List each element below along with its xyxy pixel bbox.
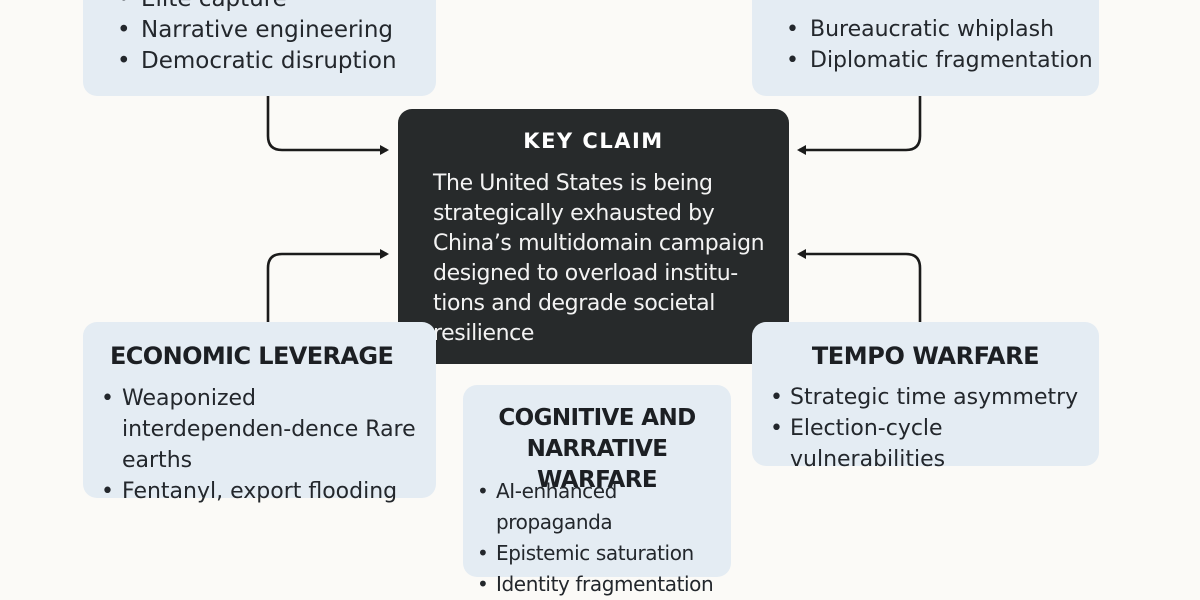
economic-leverage-card: ECONOMIC LEVERAGE Weaponized interdepend… [83, 322, 436, 507]
key-claim-box: KEY CLAIM The United States is being str… [398, 109, 789, 364]
list-item: Fentanyl, export flooding [91, 476, 431, 507]
cognitive-warfare-title-line1: COGNITIVE AND [498, 405, 696, 431]
list-item: Elite capture [105, 0, 397, 15]
arrow-top-left [266, 96, 389, 155]
list-item: Weaponized interdependen-dence Rare eart… [91, 383, 431, 476]
top-left-card: Elite capture Narrative engineering Demo… [83, 0, 436, 96]
key-claim-text: The United States is being strategically… [433, 171, 765, 346]
list-item: Epistemic saturation [469, 538, 731, 569]
top-right-list: Bureaucratic whiplash Diplomatic fragmen… [774, 14, 1093, 76]
tempo-warfare-title: TEMPO WARFARE [811, 342, 1040, 370]
arrow-top-right [797, 96, 922, 155]
list-item: Strategic time asymmetry [760, 382, 1099, 413]
cognitive-warfare-list: AI-enhanced propaganda Epistemic saturat… [469, 476, 731, 600]
list-item: Election-cycle vulnerabilities [760, 413, 1099, 475]
list-item: Diplomatic fragmentation [774, 45, 1093, 76]
economic-leverage-title: ECONOMIC LEVERAGE [110, 342, 394, 370]
list-item: Narrative engineering [105, 15, 397, 46]
tempo-warfare-card: TEMPO WARFARE Strategic time asymmetry E… [752, 322, 1099, 472]
list-item: Bureaucratic whiplash [774, 14, 1093, 45]
arrow-economic-leverage [266, 249, 389, 322]
list-item: AI-enhanced propaganda [469, 476, 731, 538]
list-item: Identity fragmentation [469, 569, 731, 600]
arrow-tempo-warfare [797, 249, 922, 322]
cognitive-warfare-card: COGNITIVE AND NARRATIVE WARFARE AI-enhan… [463, 385, 731, 600]
key-claim-title: KEY CLAIM [523, 129, 664, 153]
top-left-list: Elite capture Narrative engineering Demo… [105, 0, 397, 77]
economic-leverage-list: Weaponized interdependen-dence Rare eart… [91, 383, 431, 507]
tempo-warfare-list: Strategic time asymmetry Election-cycle … [760, 382, 1099, 475]
top-right-card: Bureaucratic whiplash Diplomatic fragmen… [752, 0, 1099, 96]
list-item: Democratic disruption [105, 46, 397, 77]
